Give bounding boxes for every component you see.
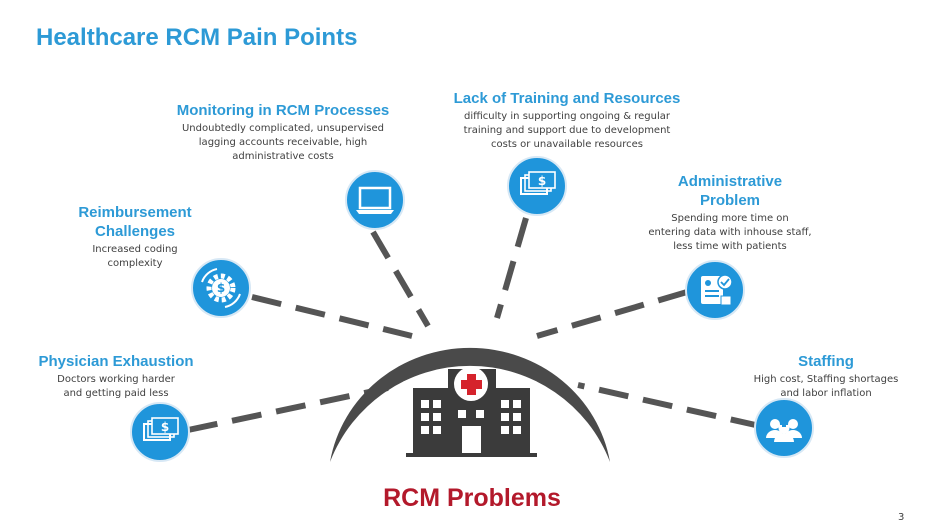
pain-point-description: Spending more time on entering data with… — [640, 212, 820, 254]
svg-text:$: $ — [217, 281, 225, 295]
svg-text:$: $ — [161, 420, 169, 434]
description-line: Undoubtedly complicated, unsupervised — [181, 123, 384, 134]
dome-arc — [330, 347, 610, 462]
description-line: and getting paid less — [63, 388, 169, 399]
title-line: Reimbursement — [78, 204, 192, 221]
description-line: High cost, Staffing shortages — [753, 374, 899, 385]
pain-point-title: Monitoring in RCM Processes — [176, 102, 390, 119]
page-number: 3 — [898, 512, 905, 523]
pain-point-description: Doctors working harder and getting paid … — [22, 373, 210, 401]
connector-monitoring-rcm-processes — [370, 230, 431, 328]
connector-reimbursement-challenges — [251, 294, 413, 339]
pain-point-monitoring-rcm-processes: Monitoring in RCM Processes Undoubtedly … — [162, 101, 404, 164]
description-line: training and support due to development — [463, 125, 671, 136]
slide-title: Healthcare RCM Pain Points — [36, 24, 358, 51]
pain-point-description: High cost, Staffing shortages and labor … — [736, 373, 916, 401]
connectors — [187, 217, 761, 433]
description-line: and labor inflation — [780, 388, 872, 399]
medical-team-icon — [754, 398, 814, 458]
description-line: complexity — [107, 258, 163, 269]
description-line: lagging accounts receivable, high — [198, 137, 368, 148]
pain-point-title: Administrative Problem — [640, 172, 820, 210]
document-approval-icon — [685, 260, 745, 320]
connector-administrative-problem — [536, 289, 688, 339]
svg-text:$: $ — [538, 174, 546, 188]
pain-point-title: Reimbursement Challenges — [60, 203, 210, 241]
description-line: administrative costs — [232, 151, 334, 162]
title-line: Problem — [699, 192, 760, 209]
pain-point-title: Staffing — [798, 353, 854, 370]
description-line: less time with patients — [673, 241, 787, 252]
description-line: Increased coding — [92, 244, 178, 255]
money-stack-icon: $ — [507, 156, 567, 216]
description-line: difficulty in supporting ongoing & regul… — [463, 111, 671, 122]
pain-point-physician-exhaustion: Physician Exhaustion Doctors working har… — [22, 352, 210, 401]
title-line: Challenges — [94, 223, 176, 240]
money-stack-icon: $ — [130, 402, 190, 462]
pain-point-description: difficulty in supporting ongoing & regul… — [436, 110, 698, 152]
description-line: entering data with inhouse staff, — [648, 227, 812, 238]
description-line: Spending more time on — [671, 213, 789, 224]
connector-staffing — [577, 382, 761, 429]
connector-physician-exhaustion — [187, 385, 389, 433]
center-label: RCM Problems — [383, 484, 561, 512]
pain-point-staffing: Staffing High cost, Staffing shortages a… — [736, 352, 916, 401]
hospital-icon — [406, 367, 537, 457]
title-line: Administrative — [677, 173, 783, 190]
dollar-gear-icon: $ — [191, 258, 251, 318]
description-line: costs or unavailable resources — [491, 139, 643, 150]
pain-point-title: Lack of Training and Resources — [453, 90, 681, 107]
description-line: Doctors working harder — [57, 374, 175, 385]
pain-point-administrative-problem: Administrative Problem Spending more tim… — [640, 172, 820, 254]
pain-point-reimbursement-challenges: Reimbursement Challenges Increased codin… — [60, 203, 210, 271]
pain-point-description: Increased coding complexity — [60, 243, 210, 271]
pain-point-title: Physician Exhaustion — [38, 353, 194, 370]
pain-point-description: Undoubtedly complicated, unsupervised la… — [162, 122, 404, 164]
laptop-icon — [345, 170, 405, 230]
connector-lack-of-training — [494, 217, 529, 319]
pain-point-lack-of-training: Lack of Training and Resources difficult… — [436, 89, 698, 152]
